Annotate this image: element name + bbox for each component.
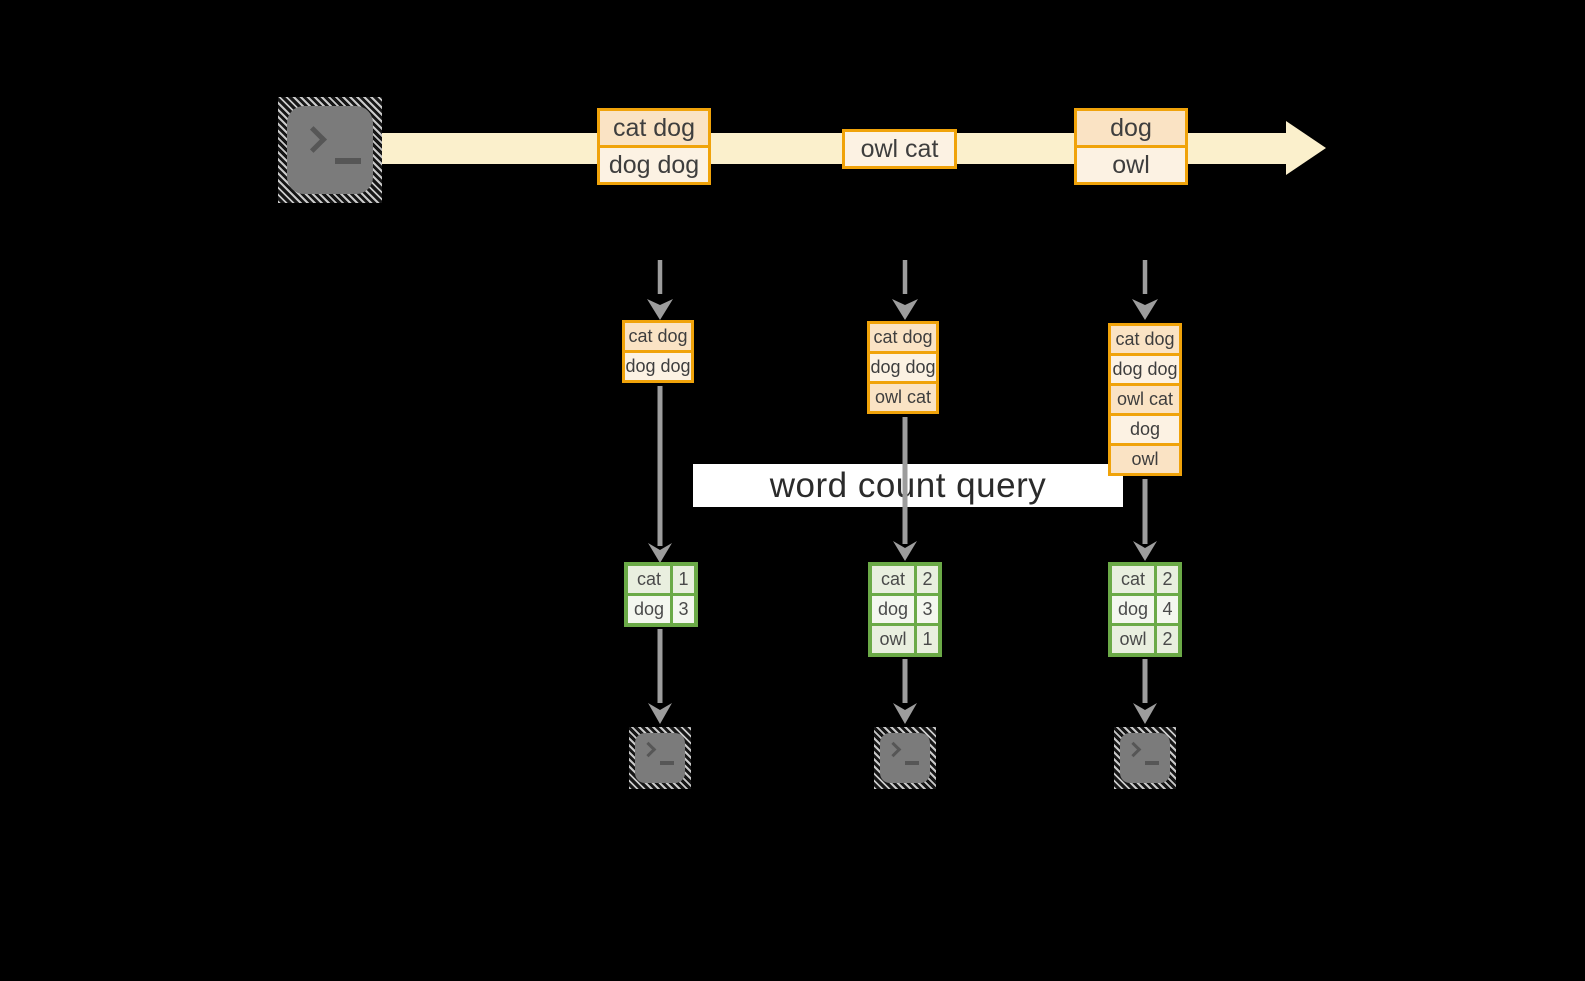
table-row: cat 2 [872,566,938,593]
table-row: cat 2 [1112,566,1178,593]
stream-arrowhead-icon [1286,121,1326,175]
buffer-line: cat dog [1111,326,1179,353]
query-label-box: word count query [693,464,1123,507]
ingest-arrowhead-1-icon [647,299,673,320]
prompt-chevron-icon [1125,741,1142,758]
buffer-line: owl [1111,443,1179,473]
buffer-line: dog dog [870,351,936,381]
prompt-cursor-icon [1145,761,1159,765]
count-cell: 2 [1154,566,1178,593]
word-cell: cat [636,569,661,589]
word-cell: dog [633,599,665,619]
output-arrowhead-1-icon [648,703,672,724]
stream-batch-2: owl cat [842,129,957,169]
buffer-line: dog dog [1111,353,1179,383]
buffer-line: cat dog [870,324,936,351]
word-cell: dog [1117,599,1149,619]
table-row: owl 2 [1112,623,1178,653]
terminal-screen [635,733,685,783]
table-row: owl 1 [872,623,938,653]
query-label: word count query [769,465,1047,505]
count-cell: 1 [914,626,938,653]
ingest-arrowhead-3-icon [1132,299,1158,320]
query-arrowhead-2-icon [893,541,917,561]
terminal-screen [880,733,930,783]
count-cell: 2 [1154,626,1178,653]
terminal-screen [1120,733,1170,783]
word-cell: dog [877,599,909,619]
prompt-cursor-icon [660,761,674,765]
stream-line: owl [1077,145,1185,182]
count-cell: 4 [1154,596,1178,623]
buffer-line: dog dog [625,350,691,380]
terminal-screen [287,106,373,194]
table-row: cat 1 [628,566,694,593]
stream-line: owl cat [845,132,954,166]
output-arrowhead-2-icon [893,703,917,724]
prompt-chevron-icon [300,126,327,153]
ingest-arrowhead-2-icon [892,299,918,320]
count-cell: 2 [914,566,938,593]
word-cell: cat [880,569,905,589]
terminal-icon [874,727,936,789]
stream-line: cat dog [600,111,708,145]
terminal-icon [629,727,691,789]
buffer-line: dog [1111,413,1179,443]
prompt-chevron-icon [885,741,902,758]
stream-line: dog [1077,111,1185,145]
word-cell: owl [879,629,907,649]
word-cell: owl [1119,629,1147,649]
buffer-line: owl cat [1111,383,1179,413]
buffer-line: owl cat [870,381,936,411]
count-cell: 1 [670,566,694,593]
buffer-line: cat dog [625,323,691,350]
output-arrowhead-3-icon [1133,703,1157,724]
word-cell: cat [1120,569,1145,589]
count-cell: 3 [914,596,938,623]
terminal-icon [1114,727,1176,789]
stream-line: dog dog [600,145,708,182]
prompt-chevron-icon [640,741,657,758]
query-arrowhead-1-icon [648,543,672,563]
prompt-cursor-icon [335,158,361,164]
count-cell: 3 [670,596,694,623]
terminal-icon [278,97,382,203]
query-arrowhead-3-icon [1133,541,1157,561]
prompt-cursor-icon [905,761,919,765]
